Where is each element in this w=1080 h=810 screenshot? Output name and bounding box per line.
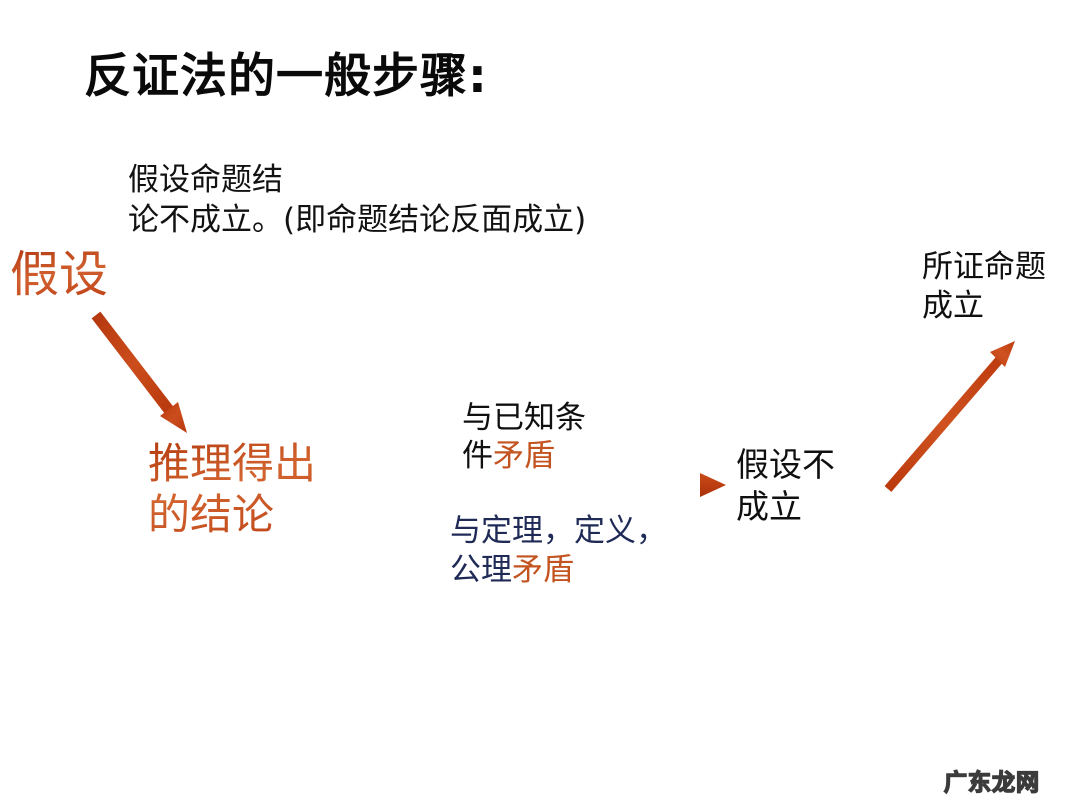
page-title: 反证法的一般步骤: [84, 49, 488, 104]
edge-label-known-prefix: 与已知条 件 [462, 400, 586, 474]
edge-label-contradiction-theorem: 与定理，定义， 公理矛盾 [450, 512, 667, 590]
node-deduced-conclusion: 推理得出 的结论 [148, 439, 317, 540]
node-assume-label: 假设 [10, 246, 109, 303]
arrow-false-to-proved [884, 341, 1015, 492]
edge-label-theorem-prefix: 与定理，定义， 公理 [450, 513, 667, 589]
edge-label-theorem-highlight: 矛盾 [512, 552, 574, 589]
node-proposition-proved: 所证命题 成立 [922, 249, 1046, 325]
assumption-description: 假设命题结 论不成立。(即命题结论反面成立) [128, 162, 587, 239]
arrow-assume-to-deduced [91, 311, 187, 433]
watermark: 广东龙网 [943, 769, 1040, 796]
arrow-deduced-to-false [378, 473, 726, 497]
edge-label-contradiction-known: 与已知条 件矛盾 [462, 400, 586, 476]
node-assumption-false: 假设不 成立 [736, 445, 835, 526]
edge-label-known-highlight: 矛盾 [493, 437, 555, 474]
